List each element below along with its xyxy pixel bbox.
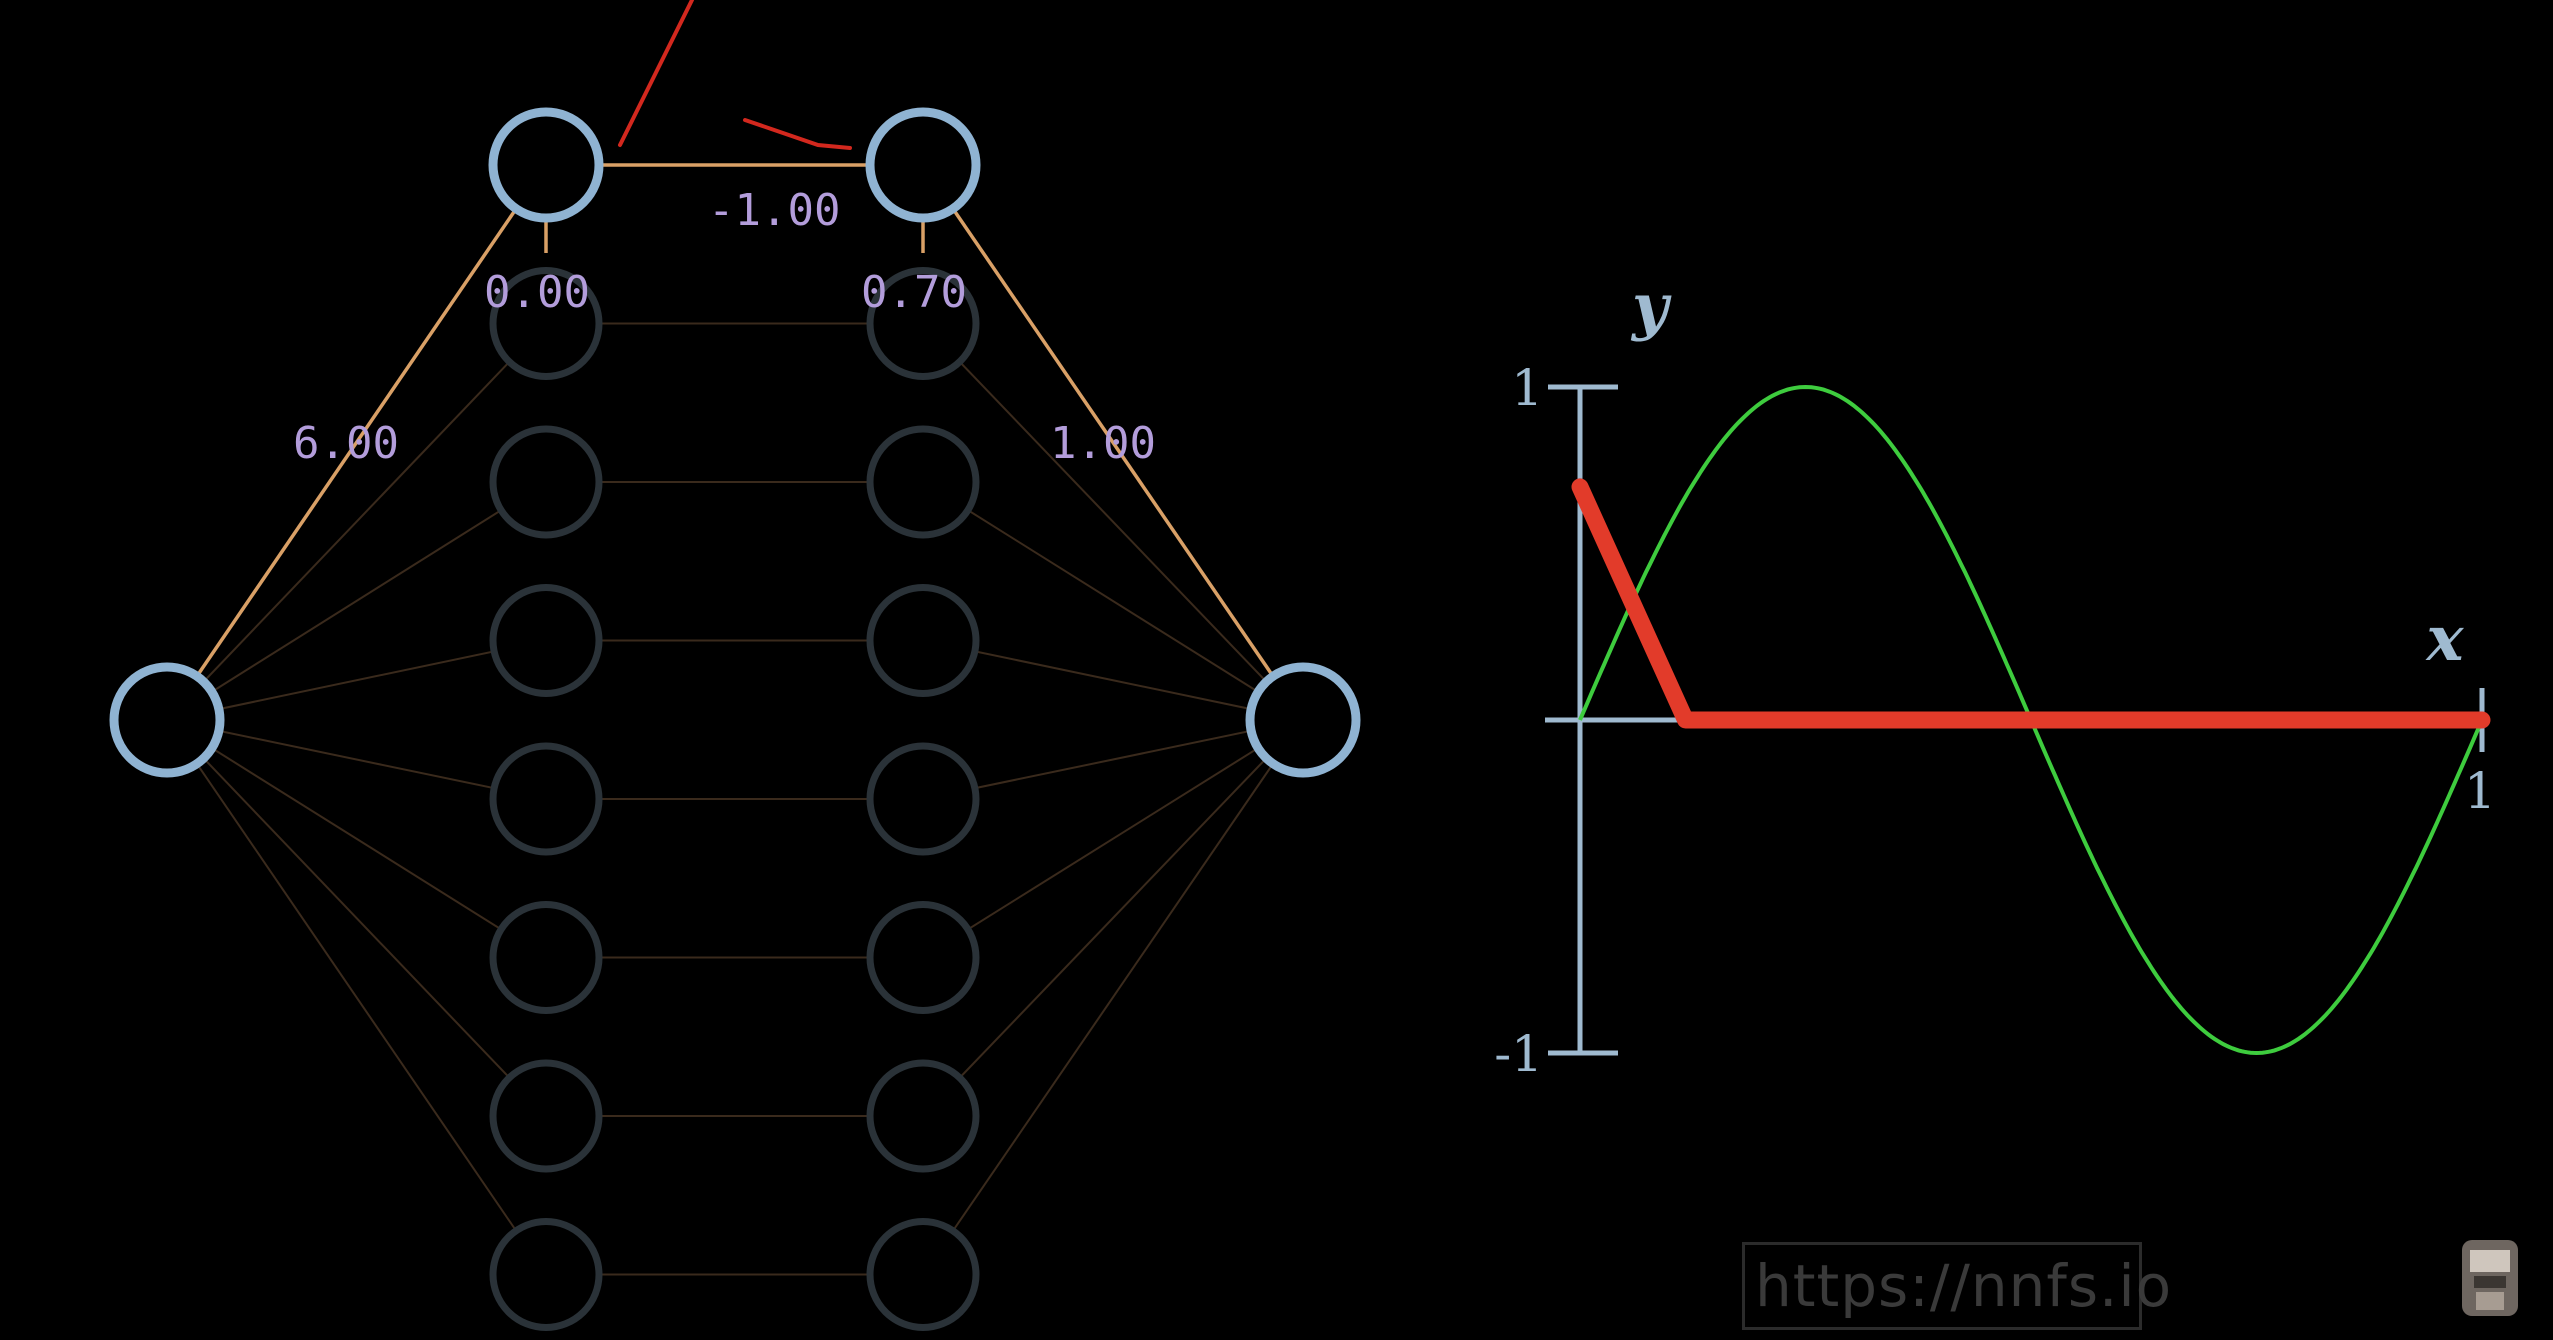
- hidden1-neuron: [489, 1059, 603, 1173]
- hidden2-neuron: [866, 1218, 980, 1331]
- function-plot: 1 -1 1 y x: [1494, 270, 2496, 1083]
- hidden2-neuron: [866, 901, 980, 1014]
- weight-label-hidden2-output: 1.00: [1050, 418, 1156, 469]
- connection-hidden2-output: [922, 481, 1304, 721]
- hidden2-neuron: [866, 1059, 980, 1173]
- hidden1-neuron: [489, 1218, 603, 1331]
- output-neuron: [1245, 662, 1361, 778]
- y-tick-label-bottom: -1: [1494, 1025, 1543, 1083]
- input-neuron: [109, 662, 225, 778]
- hidden2-neuron: [866, 267, 980, 380]
- connection-input-hidden1: [166, 719, 547, 959]
- connection-input-hidden1: [165, 164, 548, 721]
- watermark-frame: [1742, 1242, 2142, 1330]
- hidden2-neuron: [866, 584, 980, 697]
- hidden1-neuron: [489, 584, 603, 697]
- y-axis-label: y: [1630, 270, 1672, 343]
- connection-hidden2-output: [922, 719, 1304, 1276]
- hidden1-neuron: [489, 742, 603, 856]
- connection-hidden2-output: [921, 164, 1305, 721]
- connection-input-hidden1: [166, 719, 547, 800]
- network-output-curve: [1571, 478, 2491, 729]
- bias-label-hidden2-top: 0.70: [861, 267, 967, 318]
- connection-hidden2-output: [922, 639, 1304, 721]
- connection-hidden2-output: [922, 719, 1304, 1117]
- connection-hidden2-output: [922, 719, 1304, 800]
- annotation-stroke: [743, 118, 852, 150]
- connection-hidden2-output: [922, 322, 1304, 721]
- connection-input-hidden1: [166, 639, 547, 721]
- hidden1-neuron: [488, 107, 604, 223]
- hidden2-neuron: [866, 742, 980, 856]
- connection-input-hidden1: [166, 719, 547, 1276]
- bias-label-hidden1-top: 0.00: [484, 267, 590, 318]
- annotation-stroke: [618, 0, 694, 147]
- hidden2-neuron: [866, 425, 980, 539]
- hidden2-neuron: [865, 107, 981, 223]
- neurons: [109, 107, 1361, 1331]
- x-axis-label: x: [2425, 602, 2465, 675]
- active-connections: [165, 163, 1305, 721]
- weight-label-hidden1-hidden2: -1.00: [708, 185, 840, 236]
- hidden1-neuron: [489, 901, 603, 1014]
- x-tick-label-right: 1: [2464, 762, 2496, 820]
- connection-input-hidden1: [166, 322, 547, 721]
- y-tick-label-top: 1: [1511, 359, 1543, 417]
- connection-hidden2-output: [922, 719, 1304, 959]
- connection-input-hidden1: [166, 481, 547, 721]
- avatar-icon: [2462, 1240, 2518, 1316]
- watermark-url: https://nnfs.io: [1755, 1252, 2173, 1320]
- connection-input-hidden1: [166, 719, 547, 1117]
- weight-label-input-hidden1: 6.00: [293, 418, 399, 469]
- hidden1-neuron: [489, 267, 603, 380]
- faded-connections: [166, 322, 1304, 1276]
- hidden1-neuron: [489, 425, 603, 539]
